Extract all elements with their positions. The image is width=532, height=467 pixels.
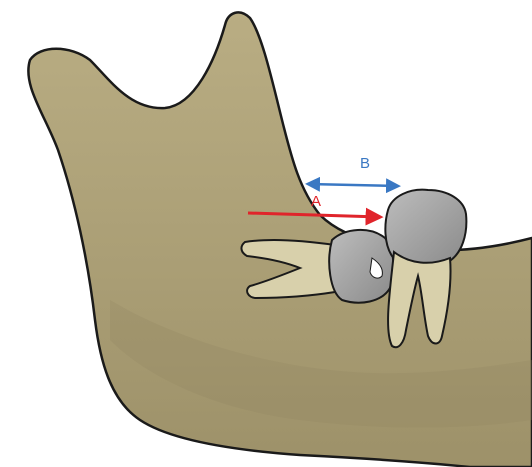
label-a: A bbox=[311, 193, 321, 210]
arrow-b bbox=[308, 184, 398, 186]
impacted-tooth-crown bbox=[329, 230, 393, 303]
label-b: B bbox=[360, 155, 370, 172]
